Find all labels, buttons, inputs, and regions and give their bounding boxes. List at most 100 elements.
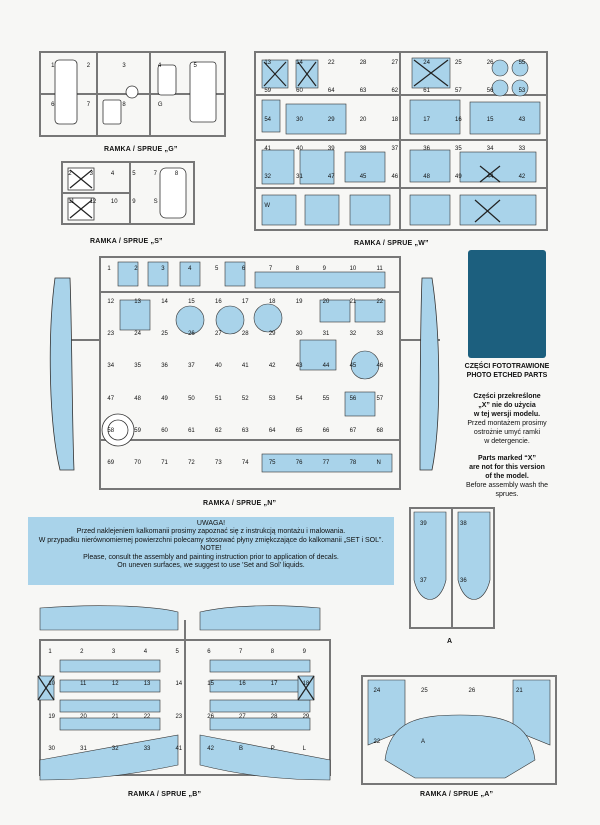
part-number-w: 45 bbox=[359, 174, 367, 181]
part-number-w: 32 bbox=[264, 174, 272, 181]
part-number-w: 57 bbox=[455, 88, 462, 95]
part-number-n: 12 bbox=[107, 298, 115, 305]
part-number-w: 63 bbox=[359, 88, 367, 95]
part-number-n: 22 bbox=[376, 298, 384, 305]
part-number-a: 26 bbox=[468, 688, 476, 695]
part-number-n: 60 bbox=[161, 427, 168, 434]
part-number-s: 11 bbox=[68, 198, 75, 205]
part-number-n: 63 bbox=[241, 427, 249, 434]
sprue-a-label: RAMKA / SPRUE „A” bbox=[420, 791, 494, 798]
part-number-n: 46 bbox=[376, 363, 384, 370]
part-number-b: 11 bbox=[80, 681, 87, 687]
part-number-w: 25 bbox=[455, 59, 462, 66]
part-number-g: 3 bbox=[122, 62, 126, 69]
part-number-n: 71 bbox=[161, 460, 168, 467]
part-number-n: 78 bbox=[349, 460, 357, 467]
part-number-w: 33 bbox=[518, 145, 526, 152]
part-number-n: 35 bbox=[134, 363, 141, 370]
part-number-n: 25 bbox=[161, 331, 168, 338]
part-number-b: B bbox=[239, 746, 244, 752]
part-number-w: 39 bbox=[327, 145, 335, 152]
part-number-n: 70 bbox=[134, 460, 141, 467]
part-number-w: 35 bbox=[455, 145, 462, 152]
part-number-n: 73 bbox=[215, 460, 222, 467]
part-number-w: 28 bbox=[359, 59, 367, 66]
notice-en-1: Please, consult the assembly and paintin… bbox=[83, 553, 339, 561]
part-number-n: 74 bbox=[241, 460, 249, 467]
notice-heading-en: NOTE! bbox=[200, 545, 222, 553]
part-number-b: 6 bbox=[207, 648, 211, 655]
part-number-n: 41 bbox=[241, 363, 249, 370]
part-number-n: 64 bbox=[268, 427, 276, 434]
parts-note-pl-3: w detergencie. bbox=[484, 438, 530, 445]
part-number-b: 41 bbox=[175, 746, 183, 752]
part-number-n: 72 bbox=[188, 460, 195, 467]
part-number-w: 38 bbox=[359, 145, 367, 152]
part-number-n: 45 bbox=[349, 363, 357, 370]
part-number-n: 23 bbox=[107, 331, 115, 338]
part-number-n: 2 bbox=[134, 266, 138, 273]
part-number-n: 16 bbox=[215, 298, 222, 305]
part-number-b: 33 bbox=[143, 746, 151, 752]
part-number-n: 26 bbox=[188, 331, 195, 338]
parts-note: Części przekreślone „X” nie do użycia w … bbox=[455, 392, 559, 499]
part-number-n: 48 bbox=[134, 395, 141, 402]
part-number-n: 28 bbox=[241, 331, 249, 338]
sprue-w-label: RAMKA / SPRUE „W” bbox=[354, 240, 429, 247]
part-number-s: 5 bbox=[132, 170, 136, 177]
part-number-w: 61 bbox=[423, 88, 430, 95]
part-number-a: 22 bbox=[373, 739, 381, 746]
part-number-n: 29 bbox=[268, 331, 276, 338]
part-number-w: 59 bbox=[264, 88, 272, 95]
parts-note-en-1: Before assembly wash the bbox=[465, 482, 549, 489]
part-number-w: 48 bbox=[423, 174, 430, 181]
part-number-n: 18 bbox=[268, 298, 276, 305]
photo-etched-fret-image bbox=[468, 250, 546, 358]
part-number-n: 7 bbox=[268, 266, 273, 273]
part-number-n: 21 bbox=[349, 298, 357, 305]
part-number-s: 7 bbox=[153, 170, 157, 177]
part-number-n: 47 bbox=[107, 395, 115, 402]
sprue-n-drawing bbox=[62, 256, 440, 490]
part-number-n: 75 bbox=[268, 460, 276, 467]
part-number-w: 18 bbox=[391, 117, 399, 124]
sprue-s-label: RAMKA / SPRUE „S” bbox=[90, 238, 163, 245]
parts-note-pl-1: Przed montażem prosimy bbox=[467, 420, 547, 427]
part-number-n: 20 bbox=[322, 298, 330, 305]
part-number-w: 37 bbox=[391, 145, 399, 152]
sprue-g-label: RAMKA / SPRUE „G” bbox=[104, 146, 178, 153]
part-number-b: 32 bbox=[111, 746, 119, 752]
part-number-b: 4 bbox=[143, 648, 148, 655]
notice-en-2: On uneven surfaces, we suggest to use 'S… bbox=[117, 562, 305, 570]
sprue-b-drawing bbox=[39, 620, 331, 776]
part-number-n: 3 bbox=[161, 266, 165, 273]
part-number-g: G bbox=[157, 101, 163, 108]
part-number-n: 9 bbox=[322, 266, 326, 273]
parts-note-en-bold-3: of the model. bbox=[485, 473, 529, 480]
part-number-g: 5 bbox=[193, 62, 197, 69]
part-number-w: 41 bbox=[264, 145, 272, 152]
part-number-w: 20 bbox=[359, 117, 367, 124]
part-number-n: 14 bbox=[161, 298, 168, 305]
part-number-b: 18 bbox=[302, 681, 310, 687]
part-number-n: 76 bbox=[295, 460, 303, 467]
part-number-w: W bbox=[264, 203, 271, 210]
part-number-n: 56 bbox=[349, 395, 357, 402]
part-number-g: 1 bbox=[51, 62, 55, 69]
part-number-b: 16 bbox=[239, 681, 246, 687]
parts-note-pl-bold-1: Części przekreślone bbox=[473, 393, 541, 400]
part-number-b: 19 bbox=[48, 713, 56, 720]
part-number-n: 42 bbox=[268, 363, 276, 370]
notice-pl-2: W przypadku nierównomiernej powierzchni … bbox=[38, 536, 384, 544]
part-number-b: 28 bbox=[270, 713, 278, 720]
part-number-w: 31 bbox=[296, 174, 303, 181]
part-number-n: 54 bbox=[295, 395, 303, 402]
part-number-n: 27 bbox=[215, 331, 222, 338]
part-number-w: 44 bbox=[486, 174, 494, 181]
part-number-n: 55 bbox=[322, 395, 330, 402]
notice-pl-1: Przed naklejeniem kalkomanii prosimy zap… bbox=[76, 528, 346, 536]
part-number-n: 53 bbox=[268, 395, 276, 402]
part-number-n: 15 bbox=[188, 298, 195, 305]
part-number-b: 20 bbox=[80, 713, 87, 720]
part-number-w: 42 bbox=[518, 174, 526, 181]
